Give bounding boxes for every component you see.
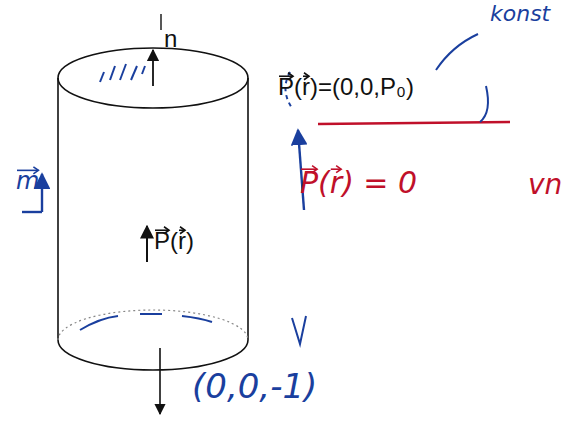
hatching — [100, 64, 145, 82]
bottom-normal-arrow — [159, 348, 161, 414]
top-face — [58, 48, 248, 108]
bracket — [436, 34, 488, 122]
m-arrow — [22, 211, 42, 213]
check-mark — [292, 316, 306, 344]
bottom-face — [58, 340, 248, 370]
underline — [318, 122, 510, 124]
bottom-dash — [80, 314, 212, 330]
m-label: m — [16, 168, 39, 194]
bottom-back — [58, 310, 248, 340]
outside-formula: P(r) = 0 — [300, 166, 417, 199]
const-note: konst — [490, 2, 550, 26]
normal-label: n — [164, 26, 177, 52]
side-line — [247, 78, 249, 340]
side-line — [57, 78, 59, 340]
normal-arrow — [152, 50, 154, 86]
polarization-arrow — [146, 226, 148, 262]
polarization-formula: P(r)=(0,0,P₀) — [278, 74, 414, 100]
bottom-normal-label: (0,0,-1) — [192, 368, 317, 405]
tick — [160, 14, 161, 30]
m-arrow — [41, 174, 43, 212]
polarization-label: P(r) — [154, 228, 194, 254]
outside-note: vn — [528, 170, 562, 201]
